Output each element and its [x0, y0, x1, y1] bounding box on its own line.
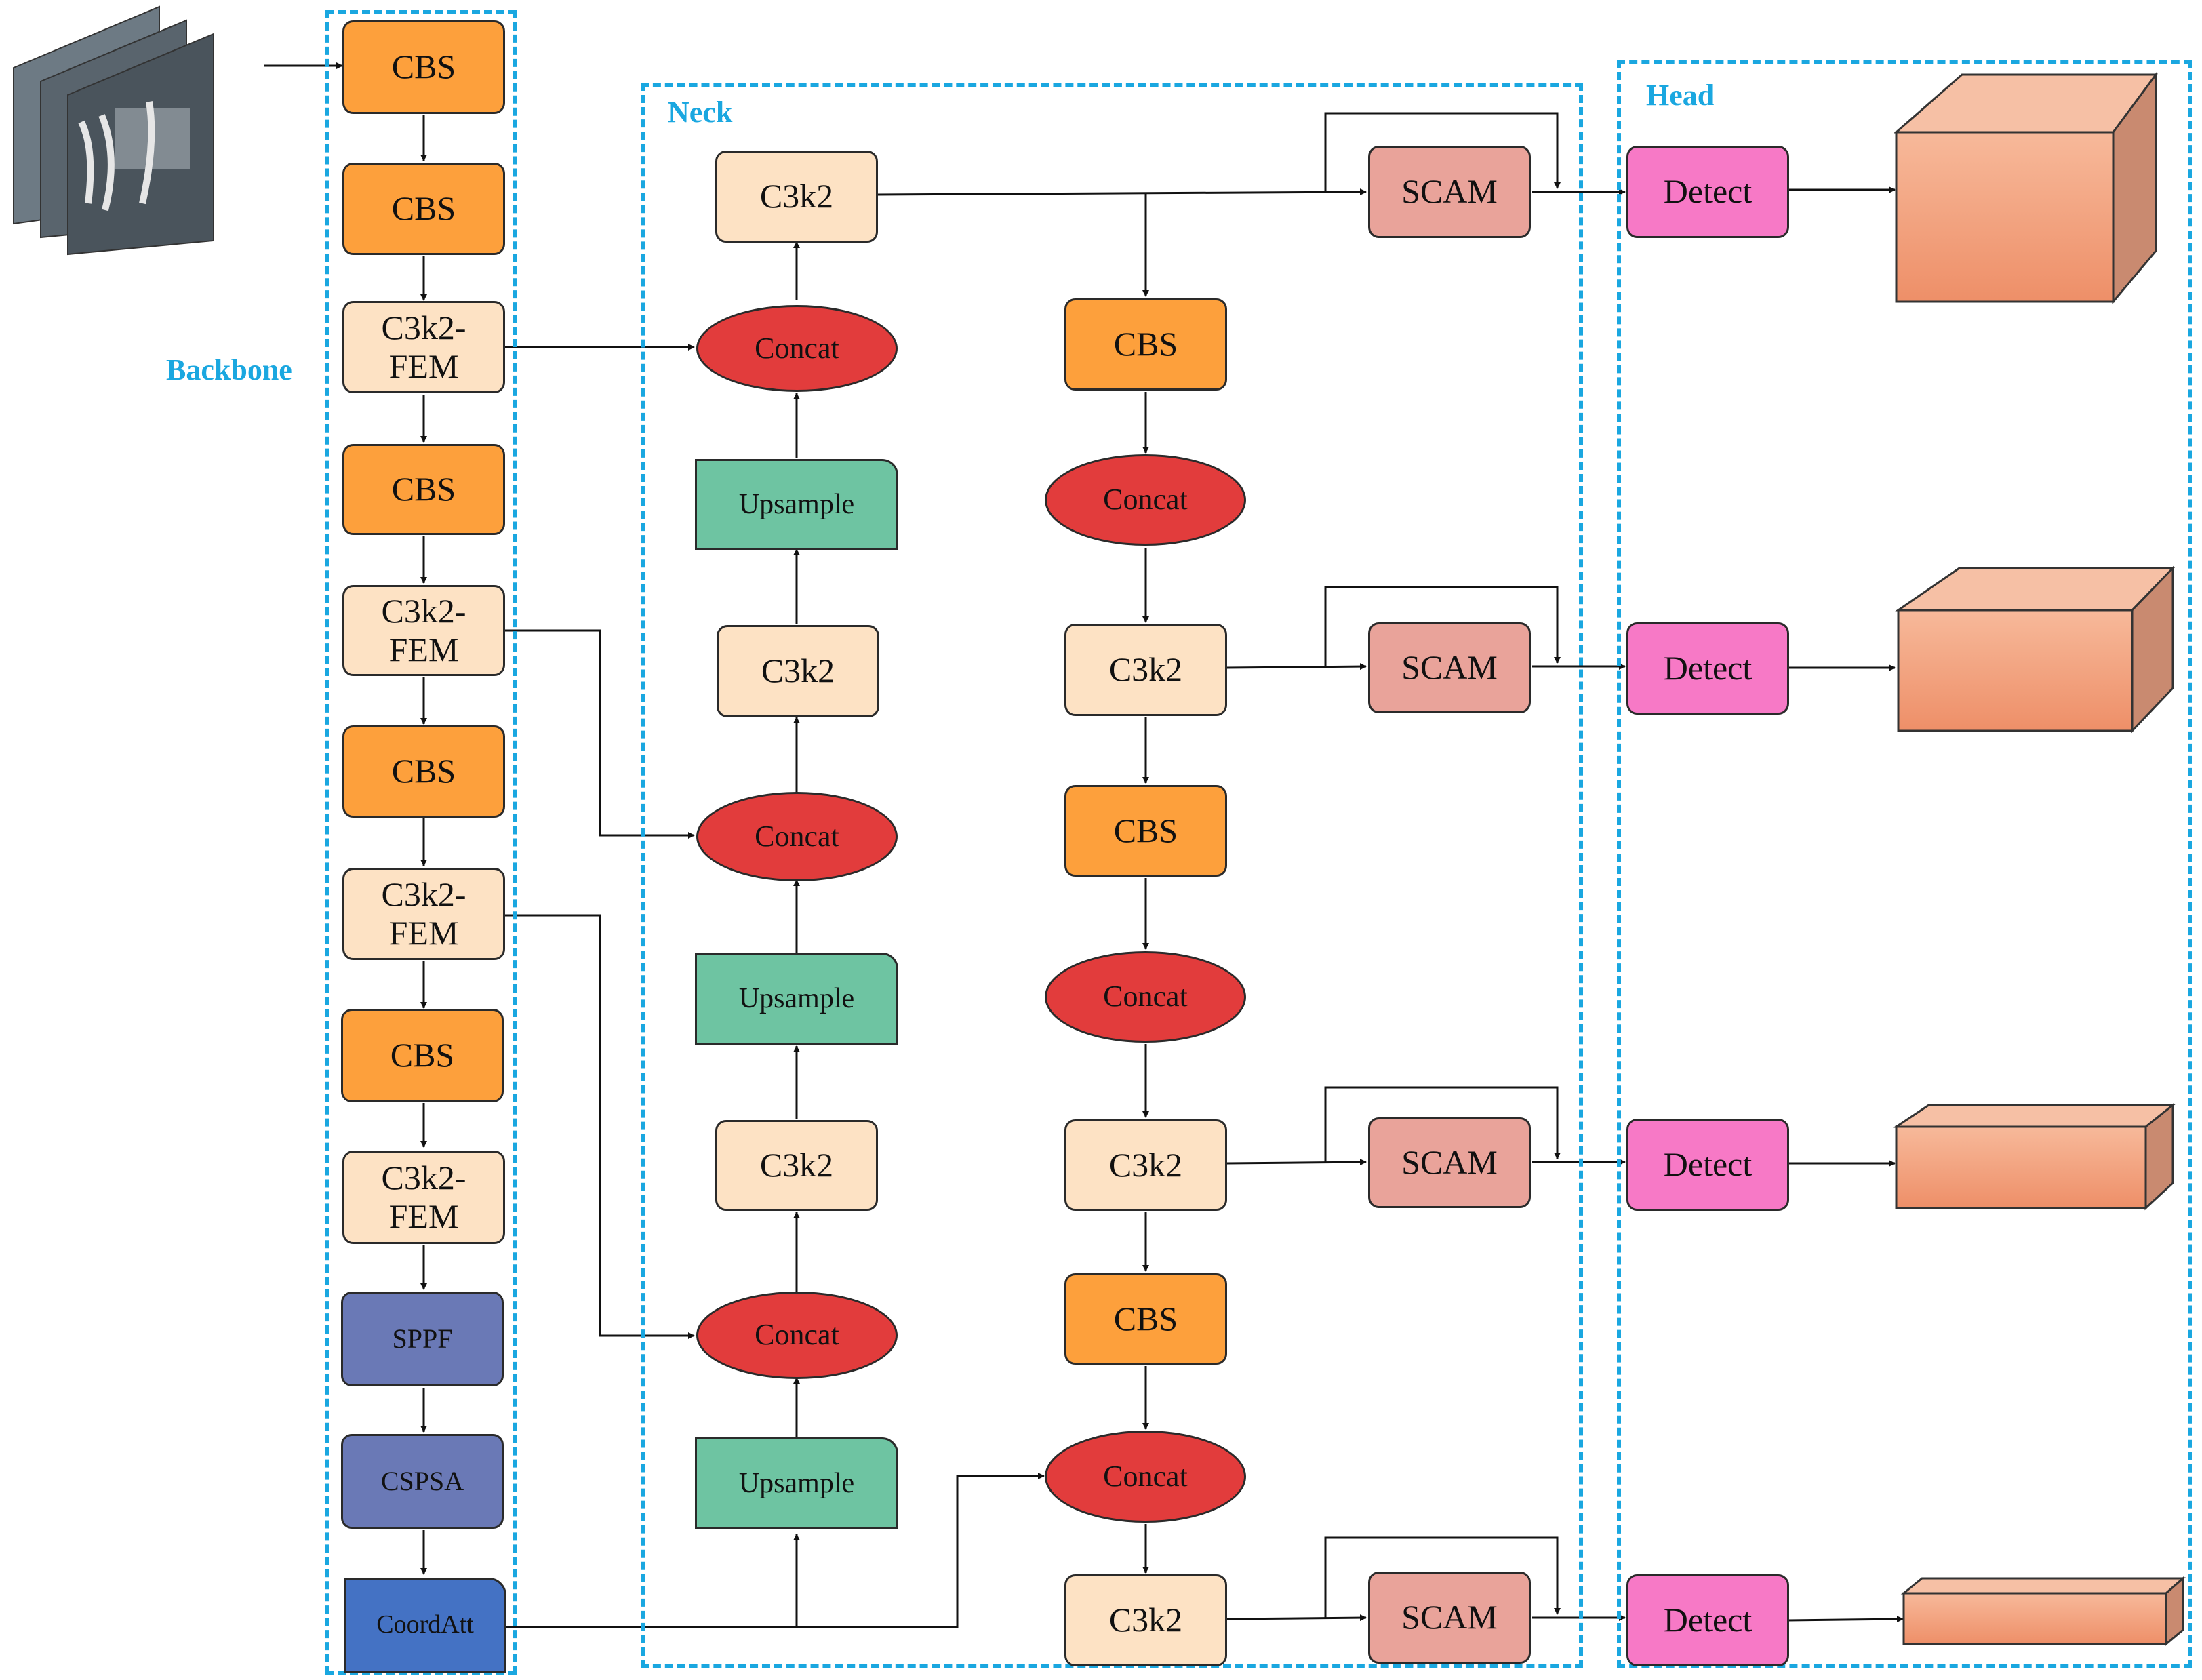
scam-2: SCAM — [1368, 622, 1531, 713]
backbone-c3k2-fem-2: C3k2- FEM — [342, 585, 505, 676]
backbone-c3k2-fem-4: C3k2- FEM — [342, 1151, 505, 1244]
scam-4: SCAM — [1368, 1572, 1531, 1664]
neck-up-c3k2-3: C3k2 — [715, 1120, 878, 1211]
detect-4: Detect — [1626, 1574, 1789, 1666]
neck-down-cbs-3: CBS — [1064, 1273, 1227, 1365]
backbone-region — [325, 10, 517, 1675]
backbone-cspsa: CSPSA — [341, 1434, 504, 1529]
neck-up-upsample-2: Upsample — [695, 953, 898, 1045]
detect-2: Detect — [1626, 622, 1789, 715]
neck-up-upsample-1: Upsample — [695, 459, 898, 550]
neck-down-c3k2-3: C3k2 — [1064, 1574, 1227, 1666]
head-region — [1617, 60, 2192, 1668]
backbone-c3k2-fem-1: C3k2- FEM — [342, 301, 505, 393]
neck-down-cbs-1: CBS — [1064, 298, 1227, 391]
output-cube-icon-3 — [1893, 1102, 2176, 1211]
neck-up-concat-2: Concat — [696, 792, 898, 881]
backbone-cbs-1: CBS — [342, 20, 505, 114]
backbone-label: Backbone — [166, 353, 292, 386]
neck-down-c3k2-2: C3k2 — [1064, 1119, 1227, 1211]
head-label: Head — [1646, 79, 1715, 112]
output-cube-icon-1 — [1894, 71, 2158, 305]
backbone-cbs-5: CBS — [341, 1009, 504, 1102]
neck-up-upsample-3: Upsample — [695, 1437, 898, 1529]
neck-up-c3k2-top: C3k2 — [715, 151, 878, 243]
backbone-c3k2-fem-3: C3k2- FEM — [342, 868, 505, 960]
neck-label: Neck — [668, 96, 733, 129]
neck-down-c3k2-1: C3k2 — [1064, 624, 1227, 716]
neck-down-cbs-2: CBS — [1064, 785, 1227, 877]
backbone-cbs-2: CBS — [342, 163, 505, 255]
neck-down-concat-1: Concat — [1045, 454, 1246, 546]
neck-down-concat-2: Concat — [1045, 951, 1246, 1043]
backbone-cbs-4: CBS — [342, 725, 505, 818]
neck-up-concat-3: Concat — [696, 1292, 898, 1379]
backbone-sppf: SPPF — [341, 1292, 504, 1386]
scam-3: SCAM — [1368, 1117, 1531, 1208]
output-cube-icon-2 — [1895, 565, 2176, 734]
detect-1: Detect — [1626, 146, 1789, 238]
input-image-icon — [13, 5, 214, 256]
neck-up-c3k2-2: C3k2 — [717, 625, 879, 717]
output-cube-icon-4 — [1900, 1576, 2186, 1647]
neck-up-concat-1: Concat — [696, 305, 898, 392]
detect-3: Detect — [1626, 1119, 1789, 1211]
scam-1: SCAM — [1368, 146, 1531, 238]
backbone-coordatt: CoordAtt — [344, 1578, 506, 1673]
backbone-cbs-3: CBS — [342, 444, 505, 535]
neck-down-concat-3: Concat — [1045, 1431, 1246, 1523]
